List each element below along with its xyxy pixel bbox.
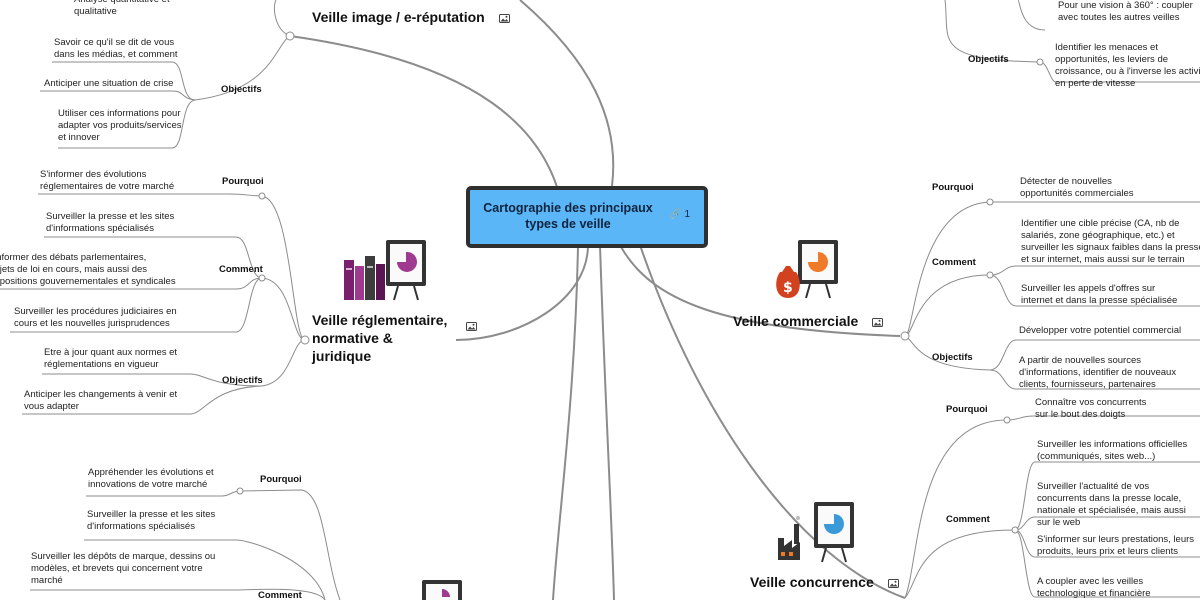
topic-commerciale-title[interactable]: Veille commerciale (733, 312, 884, 330)
strategique-objectifs-label: Objectifs (968, 54, 1009, 65)
reglementaire-comment-label: Comment (219, 264, 263, 275)
strategique-top-cut: Pour une vision à 360° : coupler avec to… (1058, 0, 1193, 23)
image-objectif-2: Anticiper une situation de crise (44, 78, 174, 89)
technologique-comment-2: Surveiller les dépôts de marque, dessins… (31, 551, 216, 586)
concurrence-comment-2: Surveiller l'actualité de vos concurrent… (1037, 481, 1186, 528)
concurrence-pourquoi-1: Connaître vos concurrents sur le bout de… (1035, 397, 1147, 420)
reglementaire-objectif-1: Etre à jour quant aux normes et réglemen… (44, 347, 178, 370)
image-objectif-1: Savoir ce qu'il se dit de vous dans les … (54, 37, 178, 60)
topic-concurrence-title[interactable]: Veille concurrence (750, 573, 899, 591)
image-icon[interactable] (872, 317, 884, 327)
commerciale-comment-label: Comment (932, 257, 976, 268)
reglementaire-pourquoi-1: S'informer des évolutions réglementaires… (40, 169, 175, 192)
technologique-pourquoi-label: Pourquoi (260, 474, 302, 485)
topic-image-label: Veille image / e-réputation (312, 9, 485, 25)
concurrence-comment-4: A coupler avec les veilles technologique… (1037, 576, 1151, 599)
concurrence-comment-label: Comment (946, 514, 990, 525)
monitor-illustration-partial (422, 580, 462, 600)
concurrence-pourquoi-label: Pourquoi (946, 404, 988, 415)
commerciale-comment-1: Identifier une cible précise (CA, nb de … (1021, 218, 1200, 265)
reglementaire-objectifs-label: Objectifs (222, 375, 263, 386)
commerciale-objectifs-label: Objectifs (932, 352, 973, 363)
reglementaire-comment-1: Surveiller la presse et les sites d'info… (46, 211, 175, 234)
image-objectif-3: Utiliser ces informations pour adapter v… (58, 108, 182, 143)
commerciale-objectif-2: A partir de nouvelles sources d'informat… (1019, 355, 1177, 390)
central-topic[interactable]: Cartographie des principaux types de vei… (466, 186, 708, 248)
reglementaire-pourquoi-label: Pourquoi (222, 176, 264, 187)
image-objectifs-label: Objectifs (221, 84, 262, 95)
reglementaire-comment-3: Surveiller les procédures judiciaires en… (14, 306, 177, 329)
topic-image-title[interactable]: Veille image / e-réputation (312, 8, 510, 26)
link-counter[interactable]: 🔗 1 (669, 209, 690, 220)
factory-monitor-illustration (778, 502, 854, 563)
svg-text:$: $ (783, 280, 793, 296)
central-topic-title: Cartographie des principaux types de vei… (483, 201, 653, 231)
commerciale-pourquoi-label: Pourquoi (932, 182, 974, 193)
image-icon[interactable] (465, 322, 477, 331)
technologique-comment-label: Comment (258, 590, 302, 601)
link-icon: 🔗 (669, 209, 682, 220)
concurrence-comment-1: Surveiller les informations officielles … (1037, 439, 1188, 462)
link-count: 1 (684, 209, 690, 220)
commerciale-comment-2: Surveiller les appels d'offres sur inter… (1021, 283, 1178, 306)
commerciale-pourquoi-1: Détecter de nouvelles opportunités comme… (1020, 176, 1134, 199)
reglementaire-comment-2: S'informer des débats parlementaires, pr… (0, 252, 176, 287)
image-top-cut: Analyse quantitative et qualitative (74, 0, 170, 17)
money-bag-monitor-illustration: $ (776, 240, 838, 299)
topic-concurrence-label: Veille concurrence (750, 574, 874, 590)
technologique-pourquoi-1: Appréhender les évolutions et innovation… (88, 467, 214, 490)
topic-reglementaire-label: Veille réglementaire, normative & juridi… (312, 312, 448, 364)
image-icon[interactable] (887, 578, 899, 588)
topic-commerciale-label: Veille commerciale (733, 313, 859, 329)
reglementaire-objectif-2: Anticiper les changements à venir et vou… (24, 389, 178, 412)
books-monitor-illustration (344, 240, 426, 301)
image-icon[interactable] (498, 13, 510, 23)
technologique-comment-1: Surveiller la presse et les sites d'info… (87, 509, 216, 532)
concurrence-comment-3: S'informer sur leurs prestations, leurs … (1037, 534, 1195, 557)
topic-reglementaire-title[interactable]: Veille réglementaire, normative & juridi… (312, 311, 477, 365)
strategique-objectif-1: Identifier les menaces et opportunités, … (1055, 42, 1200, 89)
commerciale-objectif-1: Développer votre potentiel commercial (1019, 325, 1182, 336)
